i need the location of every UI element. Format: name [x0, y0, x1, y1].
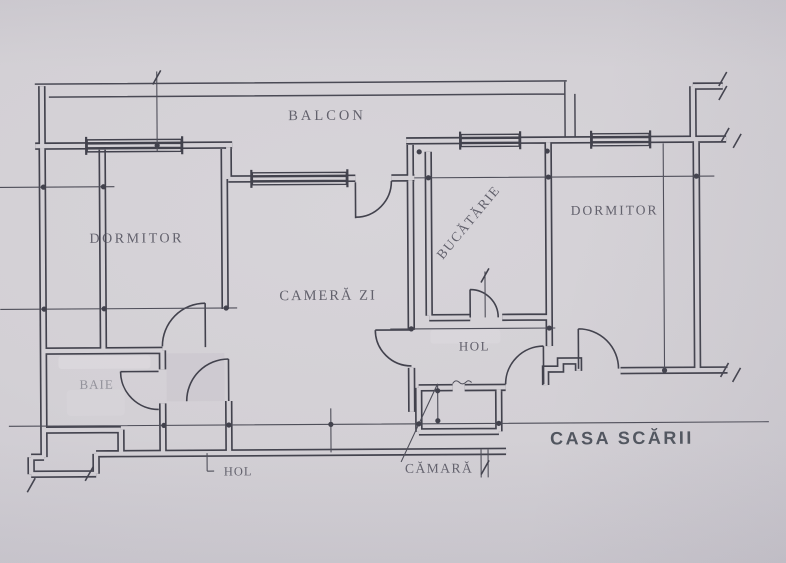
doors: [119, 181, 620, 411]
area-label-casa-scarii: CASA SCĂRII: [549, 427, 694, 449]
room-label-balcon: BALCON: [288, 107, 366, 125]
dimension-dots: [40, 142, 699, 429]
door-camera-zi: [374, 329, 412, 367]
door-hol-entry: [504, 345, 545, 385]
dimension-ticks: [26, 70, 742, 493]
room-label-camara: CĂMARĂ: [404, 460, 474, 476]
door-baie: [119, 370, 159, 411]
walls-core: [28, 83, 728, 477]
balcony-railing: [34, 80, 576, 140]
room-label-camera-zi: CAMERĂ ZI: [279, 287, 377, 305]
room-label-dormitor-left: DORMITOR: [89, 231, 184, 247]
room-label-dormitor-right: DORMITOR: [570, 202, 659, 218]
door-corridor: [185, 358, 230, 402]
door-dormitor-left: [161, 302, 207, 348]
door-bucatarie: [469, 288, 500, 318]
pantry-shelf-mark: [452, 380, 472, 385]
room-label-baie: BAIE: [79, 376, 114, 392]
dimension-lines: [0, 71, 769, 478]
scan-smudges: [58, 329, 501, 416]
window-post: [250, 169, 349, 188]
windows: [85, 130, 652, 188]
door-dormitor-right: [577, 328, 620, 369]
window-post: [85, 136, 184, 155]
room-label-hol: HOL: [458, 338, 491, 354]
window-post: [589, 130, 652, 149]
window-post: [458, 131, 522, 150]
room-label-hol-jos: HOL: [223, 464, 253, 479]
door-balcony: [354, 181, 393, 219]
